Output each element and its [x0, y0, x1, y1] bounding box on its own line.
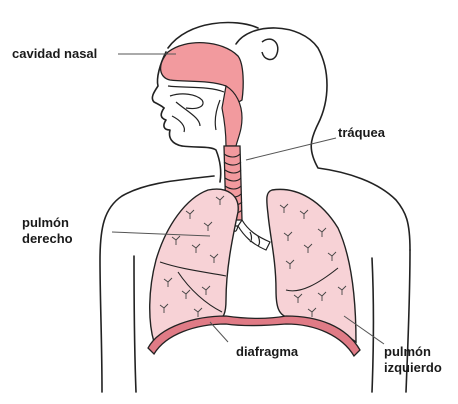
leader-trachea	[246, 138, 336, 160]
leader-diaphragm	[210, 322, 228, 342]
label-right-lung-line2: derecho	[22, 231, 73, 247]
label-nasal-cavity: cavidad nasal	[12, 46, 97, 62]
body-outline	[100, 23, 410, 392]
label-left-lung-line1: pulmón	[384, 344, 442, 360]
mouth-detail	[168, 86, 224, 132]
label-left-lung: pulmón izquierdo	[384, 344, 442, 376]
label-left-lung-line2: izquierdo	[384, 360, 442, 376]
label-right-lung-line1: pulmón	[22, 215, 73, 231]
label-diaphragm: diafragma	[236, 344, 298, 360]
label-right-lung: pulmón derecho	[22, 215, 73, 247]
label-trachea: tráquea	[338, 125, 385, 141]
ear-outline	[262, 39, 278, 59]
